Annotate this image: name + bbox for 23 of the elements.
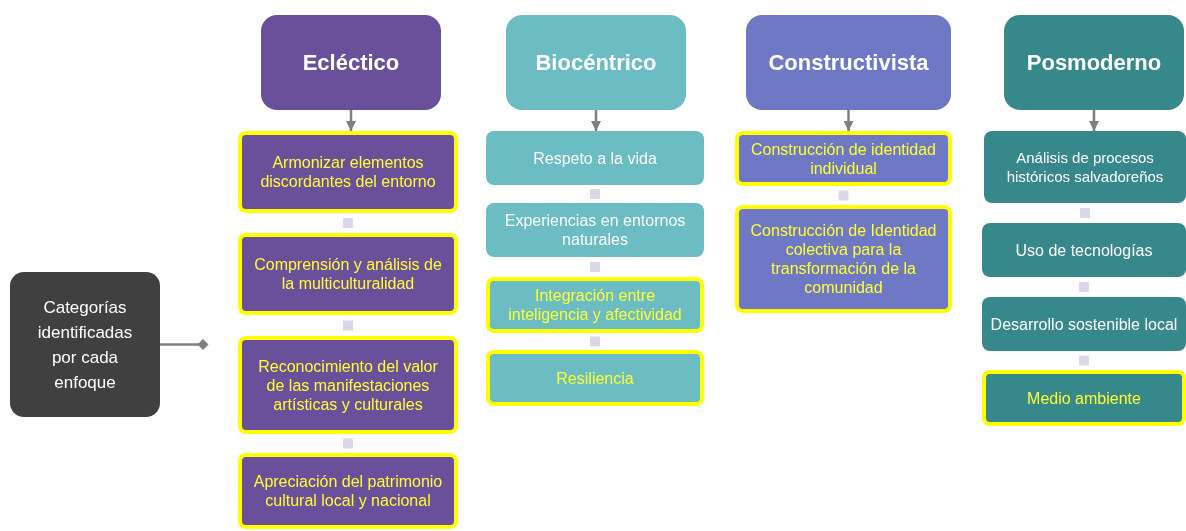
- category-header: Biocéntrico: [506, 15, 686, 110]
- category-header: Ecléctico: [261, 15, 441, 110]
- category-header: Constructivista: [746, 15, 951, 110]
- category-box: Armonizar elementos discordantes del entorno: [238, 131, 458, 213]
- category-box: Respeto a la vida: [486, 131, 704, 185]
- category-box: Experiencias en entornos naturales: [486, 203, 704, 257]
- arrow: [346, 110, 356, 131]
- category-box: Uso de tecnologías: [982, 223, 1186, 277]
- category-box: Resiliencia: [486, 350, 704, 406]
- category-box: Medio ambiente: [982, 370, 1186, 426]
- root-box: Categorías identificadas por cada enfoque: [10, 272, 160, 417]
- category-box: Análisis de procesos históricos salvadoreños: [984, 131, 1186, 203]
- arrow: [591, 110, 601, 131]
- category-box: Apreciación del patrimonio cultural local y nacional: [238, 453, 458, 529]
- category-box: Construcción de identidad individual: [735, 131, 952, 186]
- category-box: Reconocimiento del valor de las manifestaciones artísticas y culturales: [238, 336, 458, 434]
- arrow: [1089, 110, 1099, 131]
- category-box: Desarrollo sostenible local: [982, 297, 1186, 351]
- category-box: Comprensión y análisis de la multiculturalidad: [238, 233, 458, 315]
- category-box: Integración entre inteligencia y afectividad: [486, 277, 704, 333]
- category-header: Posmoderno: [1004, 15, 1184, 110]
- category-box: Construcción de Identidad colectiva para la transformación de la comunidad: [735, 205, 952, 313]
- arrow: [843, 110, 854, 131]
